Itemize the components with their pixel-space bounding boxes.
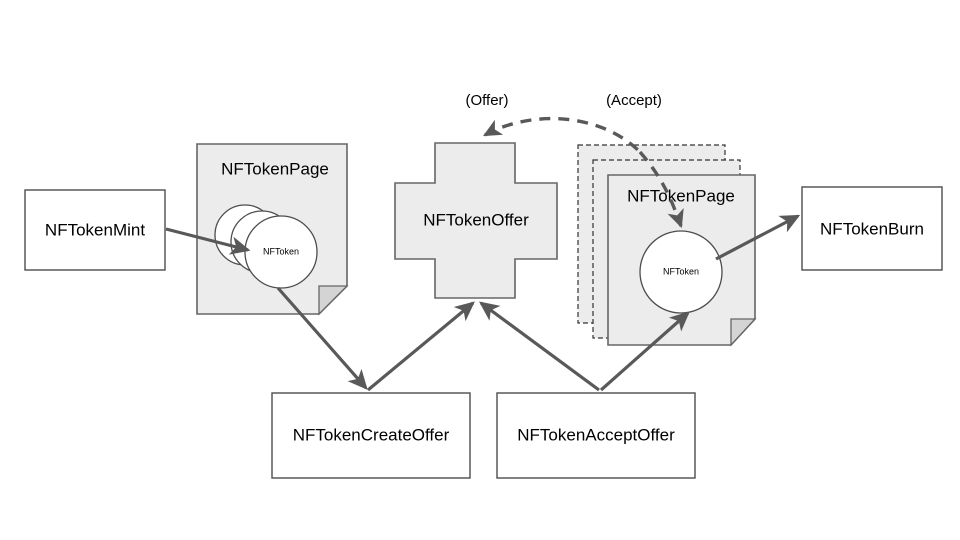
nftokenburn-label: NFTokenBurn bbox=[820, 219, 924, 238]
nftokenmint-box[interactable] bbox=[24, 189, 166, 271]
nftokenoffer-cross[interactable] bbox=[394, 142, 558, 299]
node-nftokenburn[interactable]: NFTokenBurn bbox=[801, 186, 943, 271]
edge-label-accept: (Accept) bbox=[606, 92, 662, 109]
nftokenacceptoffer-box[interactable] bbox=[496, 392, 696, 479]
nftokencreateoffer-box[interactable] bbox=[271, 392, 471, 479]
edge-label-offer: (Offer) bbox=[465, 92, 508, 109]
nftoken-label-right: NFToken bbox=[663, 266, 699, 276]
nftokenpage-left-fold-icon bbox=[318, 285, 349, 316]
nftokencreateoffer-label: NFTokenCreateOffer bbox=[293, 425, 450, 444]
edge-offer-arc bbox=[482, 116, 642, 154]
nftokenpage-right-title: NFTokenPage bbox=[627, 186, 735, 205]
nftoken-label-left: NFToken bbox=[263, 246, 299, 256]
edge-mint-to-page bbox=[165, 227, 251, 255]
nftokenoffer-label: NFTokenOffer bbox=[423, 210, 529, 229]
node-nftokenpage-left[interactable]: NFTokenPage NFToken bbox=[196, 143, 349, 316]
nftokenpage-left-title: NFTokenPage bbox=[221, 159, 329, 178]
edge-acceptoffer-to-page bbox=[599, 311, 690, 392]
edge-page-to-createoffer bbox=[276, 286, 368, 390]
node-nftokencreateoffer[interactable]: NFTokenCreateOffer bbox=[271, 392, 471, 479]
edge-acceptoffer-to-offer bbox=[479, 301, 600, 392]
edge-accept-arc bbox=[638, 150, 684, 229]
edge-page-to-burn bbox=[715, 214, 801, 261]
node-nftokenpage-right-stack[interactable]: NFTokenPage NFTokenPage NFTokenPage NFTo… bbox=[577, 144, 757, 347]
node-nftokenoffer[interactable]: NFTokenOffer bbox=[394, 142, 558, 299]
node-nftokenacceptoffer[interactable]: NFTokenAcceptOffer bbox=[496, 392, 696, 479]
edge-createoffer-to-offer bbox=[366, 301, 475, 392]
nftokenpage-right-fold-icon bbox=[730, 318, 757, 347]
nftokenmint-label: NFTokenMint bbox=[45, 220, 145, 239]
nftokenacceptoffer-label: NFTokenAcceptOffer bbox=[517, 425, 675, 444]
node-nftokenmint[interactable]: NFTokenMint bbox=[24, 189, 166, 271]
nftokenburn-box[interactable] bbox=[801, 186, 943, 271]
